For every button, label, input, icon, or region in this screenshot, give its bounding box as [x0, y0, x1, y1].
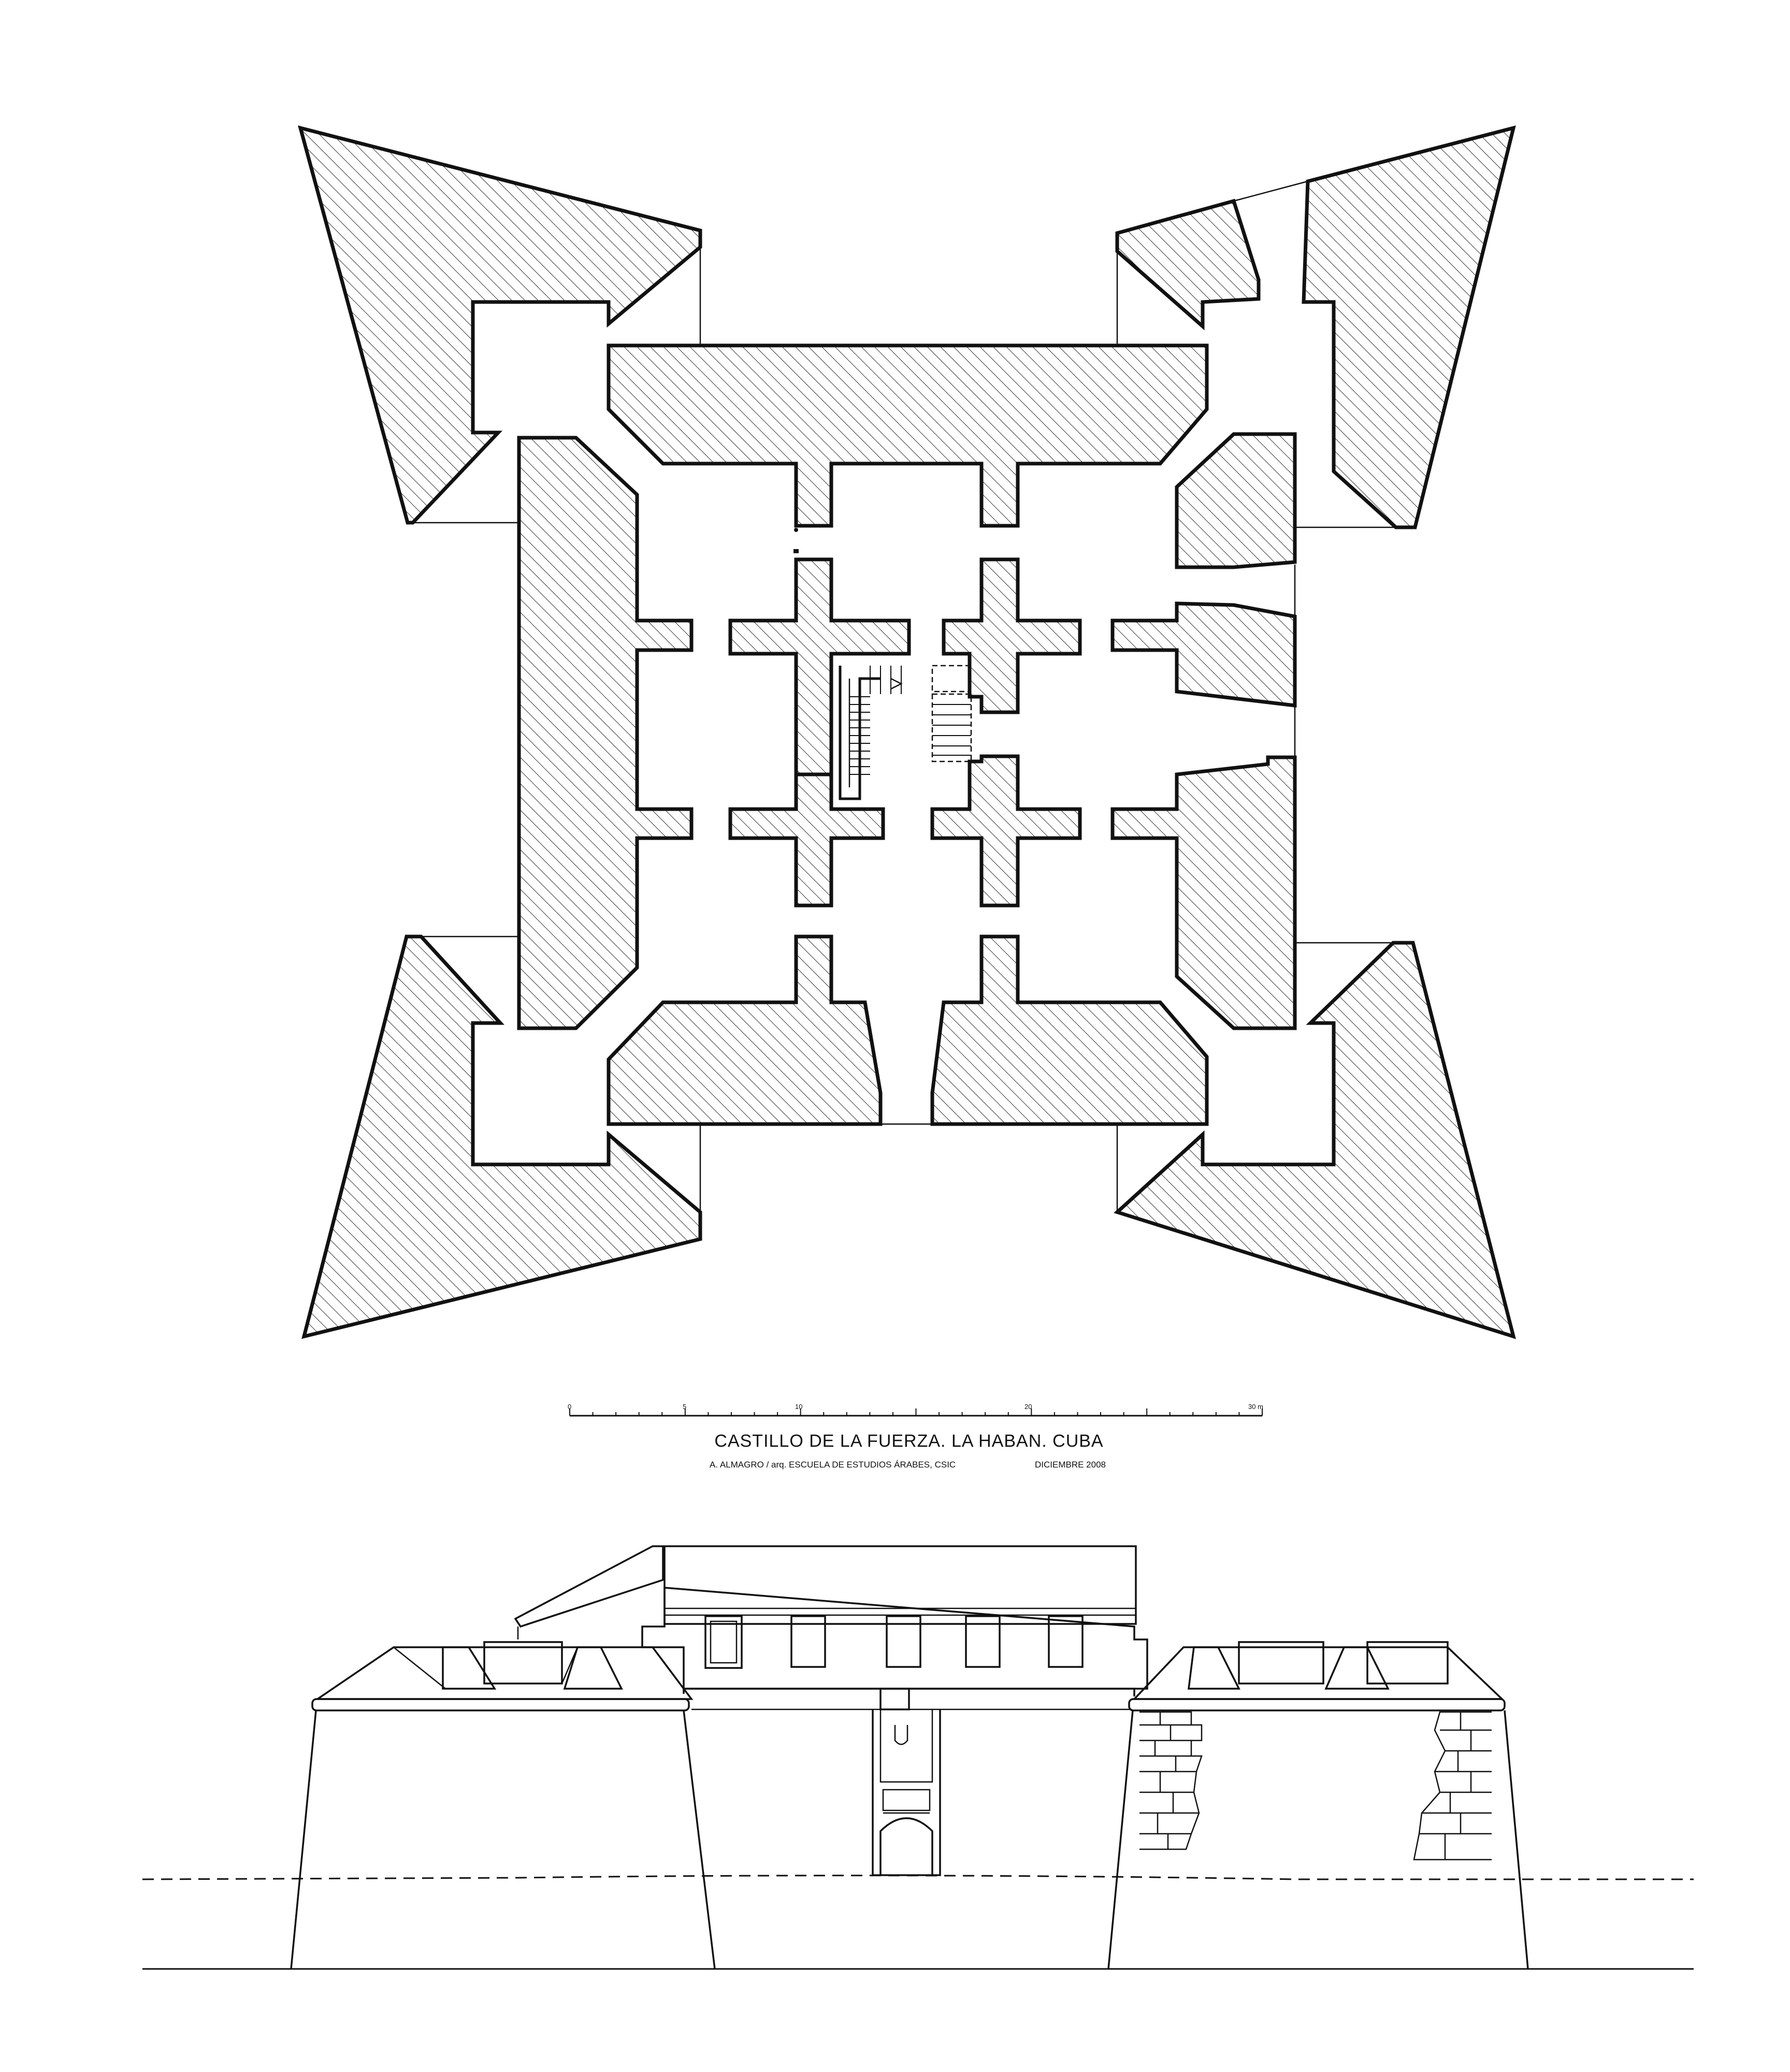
scale-label-10: 10 — [795, 1403, 802, 1411]
range-east-upper — [1175, 432, 1297, 569]
scale-label-20: 20 — [1024, 1403, 1032, 1411]
range-east-middle — [1110, 601, 1297, 708]
staircase — [839, 665, 972, 800]
drawing-date: DICIEMBRE 2008 — [1035, 1460, 1106, 1470]
range-east-lower — [1110, 755, 1297, 1030]
elevation-right-bastion — [1107, 1641, 1529, 1969]
bastion-top-right-left-flank — [1115, 198, 1261, 330]
range-north — [607, 343, 1209, 528]
pier-north-east — [942, 557, 1082, 714]
bastion-bottom-right — [1114, 941, 1516, 1340]
scale-label-0: 0 — [568, 1403, 571, 1411]
drawing-title: CASTILLO DE LA FUERZA. LA HABAN. CUBA — [714, 1431, 1103, 1451]
elevation-left-bastion — [290, 1641, 716, 1969]
drawing-credit: A. ALMAGRO / arq. ESCUELA DE ESTUDIOS ÁR… — [710, 1460, 956, 1470]
bastion-top-left — [298, 125, 702, 525]
scale-label-30m: 30 m — [1248, 1403, 1263, 1411]
elevation — [142, 1545, 1694, 1970]
elevation-curtain-wall — [514, 1545, 1148, 1876]
pier-south-east — [930, 754, 1082, 908]
north-gap-marks — [793, 528, 799, 553]
bastion-bottom-left — [301, 934, 702, 1339]
pier-south-west — [728, 772, 885, 908]
scale-bar: 0 5 10 20 30 m — [568, 1403, 1263, 1417]
moat-level-line — [142, 1875, 1694, 1880]
pier-north-west — [728, 557, 911, 776]
range-south-east — [930, 934, 1209, 1126]
range-west — [517, 436, 694, 1030]
bastion-top-right — [1302, 125, 1516, 529]
masonry-right — [1413, 1711, 1492, 1861]
floor-plan — [298, 125, 1516, 1340]
range-south-west — [607, 934, 883, 1126]
plan-construction-lines — [407, 180, 1396, 1212]
masonry-left — [1139, 1711, 1203, 1850]
scale-label-5: 5 — [683, 1403, 686, 1411]
